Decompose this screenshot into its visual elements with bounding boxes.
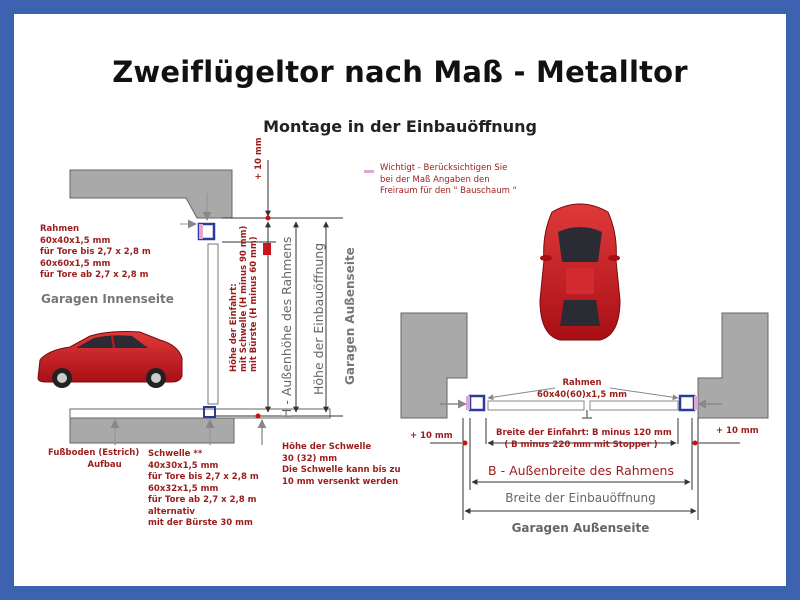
plus10-vertical-label: + 10 mm — [254, 137, 264, 180]
marker-pink — [199, 224, 203, 239]
threshold-profile — [203, 406, 216, 418]
right-rahmen-label: Rahmen 60x40(60)x1,5 mm — [532, 378, 632, 401]
left-dimensions — [215, 160, 343, 417]
aussenhoehe-label: H - Außenhöhe des Rahmens — [279, 236, 294, 418]
einbauhoehe-label: Höhe der Einbauöffnung — [311, 242, 326, 395]
right-rahmen-title: Rahmen — [562, 378, 602, 388]
page-frame — [14, 14, 786, 586]
rahmen-size-2: 60x60x1,5 mm — [40, 258, 111, 269]
marker-red-mid — [263, 243, 271, 255]
breite-einbau-label: Breite der Einbauöffnung — [505, 491, 656, 505]
frame-profile-right — [678, 394, 696, 412]
floor-slab — [69, 416, 235, 444]
garagen-aussenseite-vertical-label: Garagen Außenseite — [343, 247, 357, 385]
schwelle-versenkt-1: Die Schwelle kann bis zu — [282, 465, 401, 475]
schwelle-buerste: mit der Bürste 30 mm — [148, 518, 253, 528]
lintel-wall — [69, 169, 233, 219]
note-line-1: Wichtigt - Berücksichtigen Sie — [380, 163, 508, 173]
fussboden-aufbau: Aufbau — [87, 459, 122, 470]
rahmen-title: Rahmen — [40, 224, 80, 234]
breite-einfahrt-label: Breite der Einfahrt: B minus 120 mm ( B … — [496, 428, 672, 451]
gate-leaf-left — [487, 400, 585, 411]
einfahrt-schwelle: mit Schwelle (H minus 90 mm) — [239, 225, 249, 372]
page-title: Zweiflügeltor nach Maß - Metalltor — [112, 55, 688, 89]
rahmen-note-1: für Tore bis 2,7 x 2,8 m — [40, 247, 151, 257]
schwelle-versenkt-2: 10 mm versenkt werden — [282, 476, 399, 487]
right-aussenseite-label: Garagen Außenseite — [511, 521, 650, 535]
marker-red-right — [692, 440, 698, 446]
page-subtitle: Montage in der Einbauöffnung — [263, 117, 537, 136]
marker-red-left — [462, 440, 468, 446]
plus10-left-label: + 10 mm — [410, 431, 453, 441]
right-dimensions — [430, 418, 740, 520]
breite-einfahrt-main: Breite der Einfahrt: B minus 120 mm — [496, 428, 672, 438]
car-top-view — [539, 203, 621, 341]
frame-profile-left — [468, 394, 486, 412]
schwelle-note-1: für Tore bis 2,7 x 2,8 m — [148, 472, 259, 482]
rahmen-size-1: 60x40x1,5 mm — [40, 235, 111, 246]
aussenbreite-label: B - Außenbreite des Rahmens — [488, 463, 674, 478]
marker-red-bottom — [255, 413, 261, 419]
right-left-wall — [400, 312, 468, 419]
schwelle-note-2: für Tore ab 2,7 x 2,8 m — [148, 495, 257, 505]
schwelle-label: Schwelle ** 40x30x1,5 mm für Tore bis 2,… — [148, 449, 259, 530]
note-line-3: Freiraum für den " Bauschaum " — [380, 186, 517, 196]
note-text: Wichtigt - Berücksichtigen Sie bei der M… — [380, 163, 517, 198]
schwelle-hoehe-label: Höhe der Schwelle 30 (32) mm Die Schwell… — [282, 442, 401, 488]
schwelle-size-2: 60x32x1,5 mm — [148, 483, 219, 494]
schwelle-hoehe-value: 30 (32) mm — [282, 453, 338, 464]
schwelle-alternativ: alternativ — [148, 506, 195, 517]
car-side-view — [37, 331, 183, 388]
gate-leaf-right — [589, 400, 679, 411]
right-right-wall — [697, 312, 769, 419]
marker-pink-right — [694, 396, 698, 410]
fussboden-title: Fußboden (Estrich) — [48, 448, 140, 458]
einfahrt-buerste: mit Bürste (H minus 60 mm) — [249, 236, 259, 372]
marker-pink-left — [466, 396, 470, 410]
schwelle-size-1: 40x30x1,5 mm — [148, 460, 219, 471]
marker-red-top — [265, 215, 271, 221]
einfahrt-label: Höhe der Einfahrt: mit Schwelle (H minus… — [229, 226, 259, 372]
note-line-2: bei der Maß Angaben den — [380, 174, 490, 185]
right-rahmen-size: 60x40(60)x1,5 mm — [537, 389, 627, 400]
schwelle-hoehe-title: Höhe der Schwelle — [282, 442, 372, 452]
fussboden-label: Fußboden (Estrich) Aufbau — [48, 448, 139, 471]
floor-top — [69, 408, 331, 419]
note-legend-swatch — [364, 170, 374, 173]
rahmen-label: Rahmen 60x40x1,5 mm für Tore bis 2,7 x 2… — [40, 224, 151, 282]
schwelle-title: Schwelle ** — [148, 449, 203, 459]
einfahrt-title: Höhe der Einfahrt: — [229, 283, 239, 372]
garagen-innenseite-label: Garagen Innenseite — [41, 292, 174, 306]
gate-leaf — [207, 243, 219, 405]
rahmen-note-2: für Tore ab 2,7 x 2,8 m — [40, 270, 149, 280]
breite-einfahrt-stopper: ( B minus 220 mm mit Stopper ) — [504, 439, 658, 450]
plus10-right-label: + 10 mm — [716, 426, 759, 436]
